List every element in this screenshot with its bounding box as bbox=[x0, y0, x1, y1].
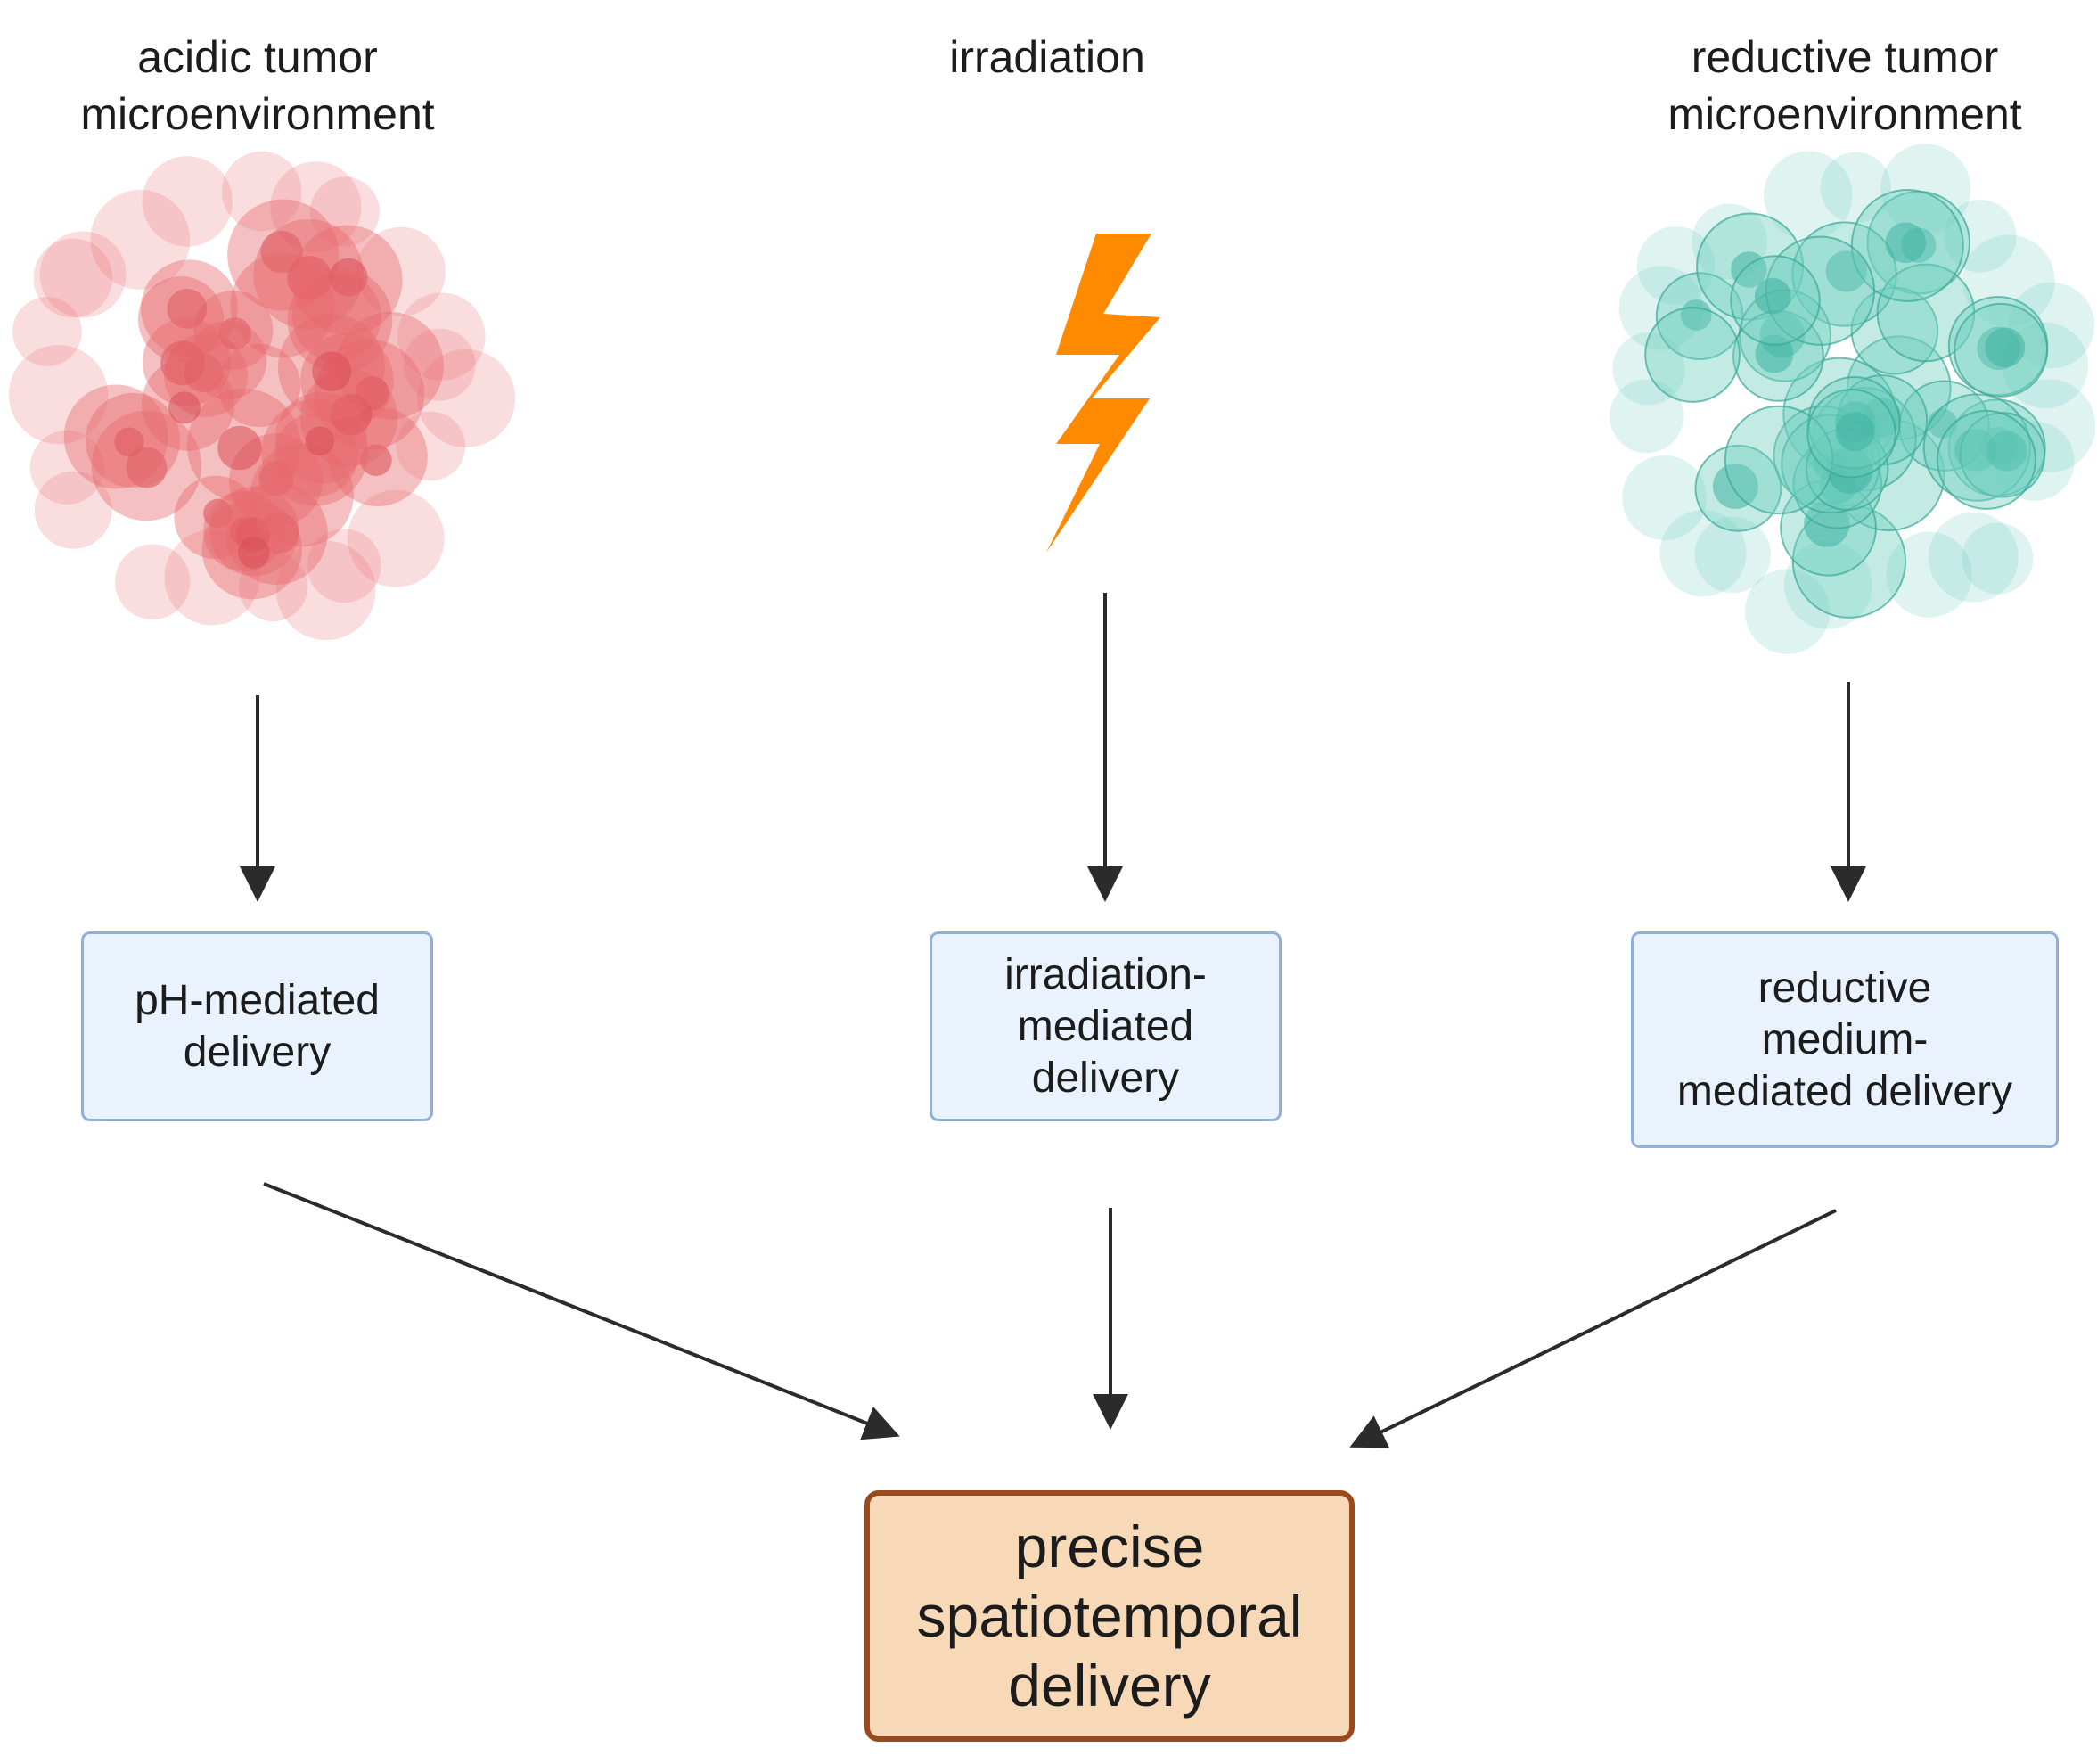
heading-reductive-tumor: reductive tumor microenvironment bbox=[1667, 32, 2022, 139]
box-ph-mediated-delivery: pH-mediated delivery bbox=[81, 931, 433, 1121]
box-precise-spatiotemporal-delivery: precise spatiotemporal delivery bbox=[864, 1490, 1355, 1742]
heading-acidic-tumor: acidic tumor microenvironment bbox=[80, 32, 435, 139]
edge-ph-to-outcome bbox=[263, 1182, 900, 1440]
box-irradiation-mediated-delivery: irradiation- mediated delivery bbox=[930, 931, 1282, 1121]
edge-red-to-outcome bbox=[1349, 1209, 1837, 1448]
heading-irradiation: irradiation bbox=[949, 32, 1145, 82]
box-reductive-medium-mediated-delivery: reductive medium- mediated delivery bbox=[1631, 931, 2059, 1148]
